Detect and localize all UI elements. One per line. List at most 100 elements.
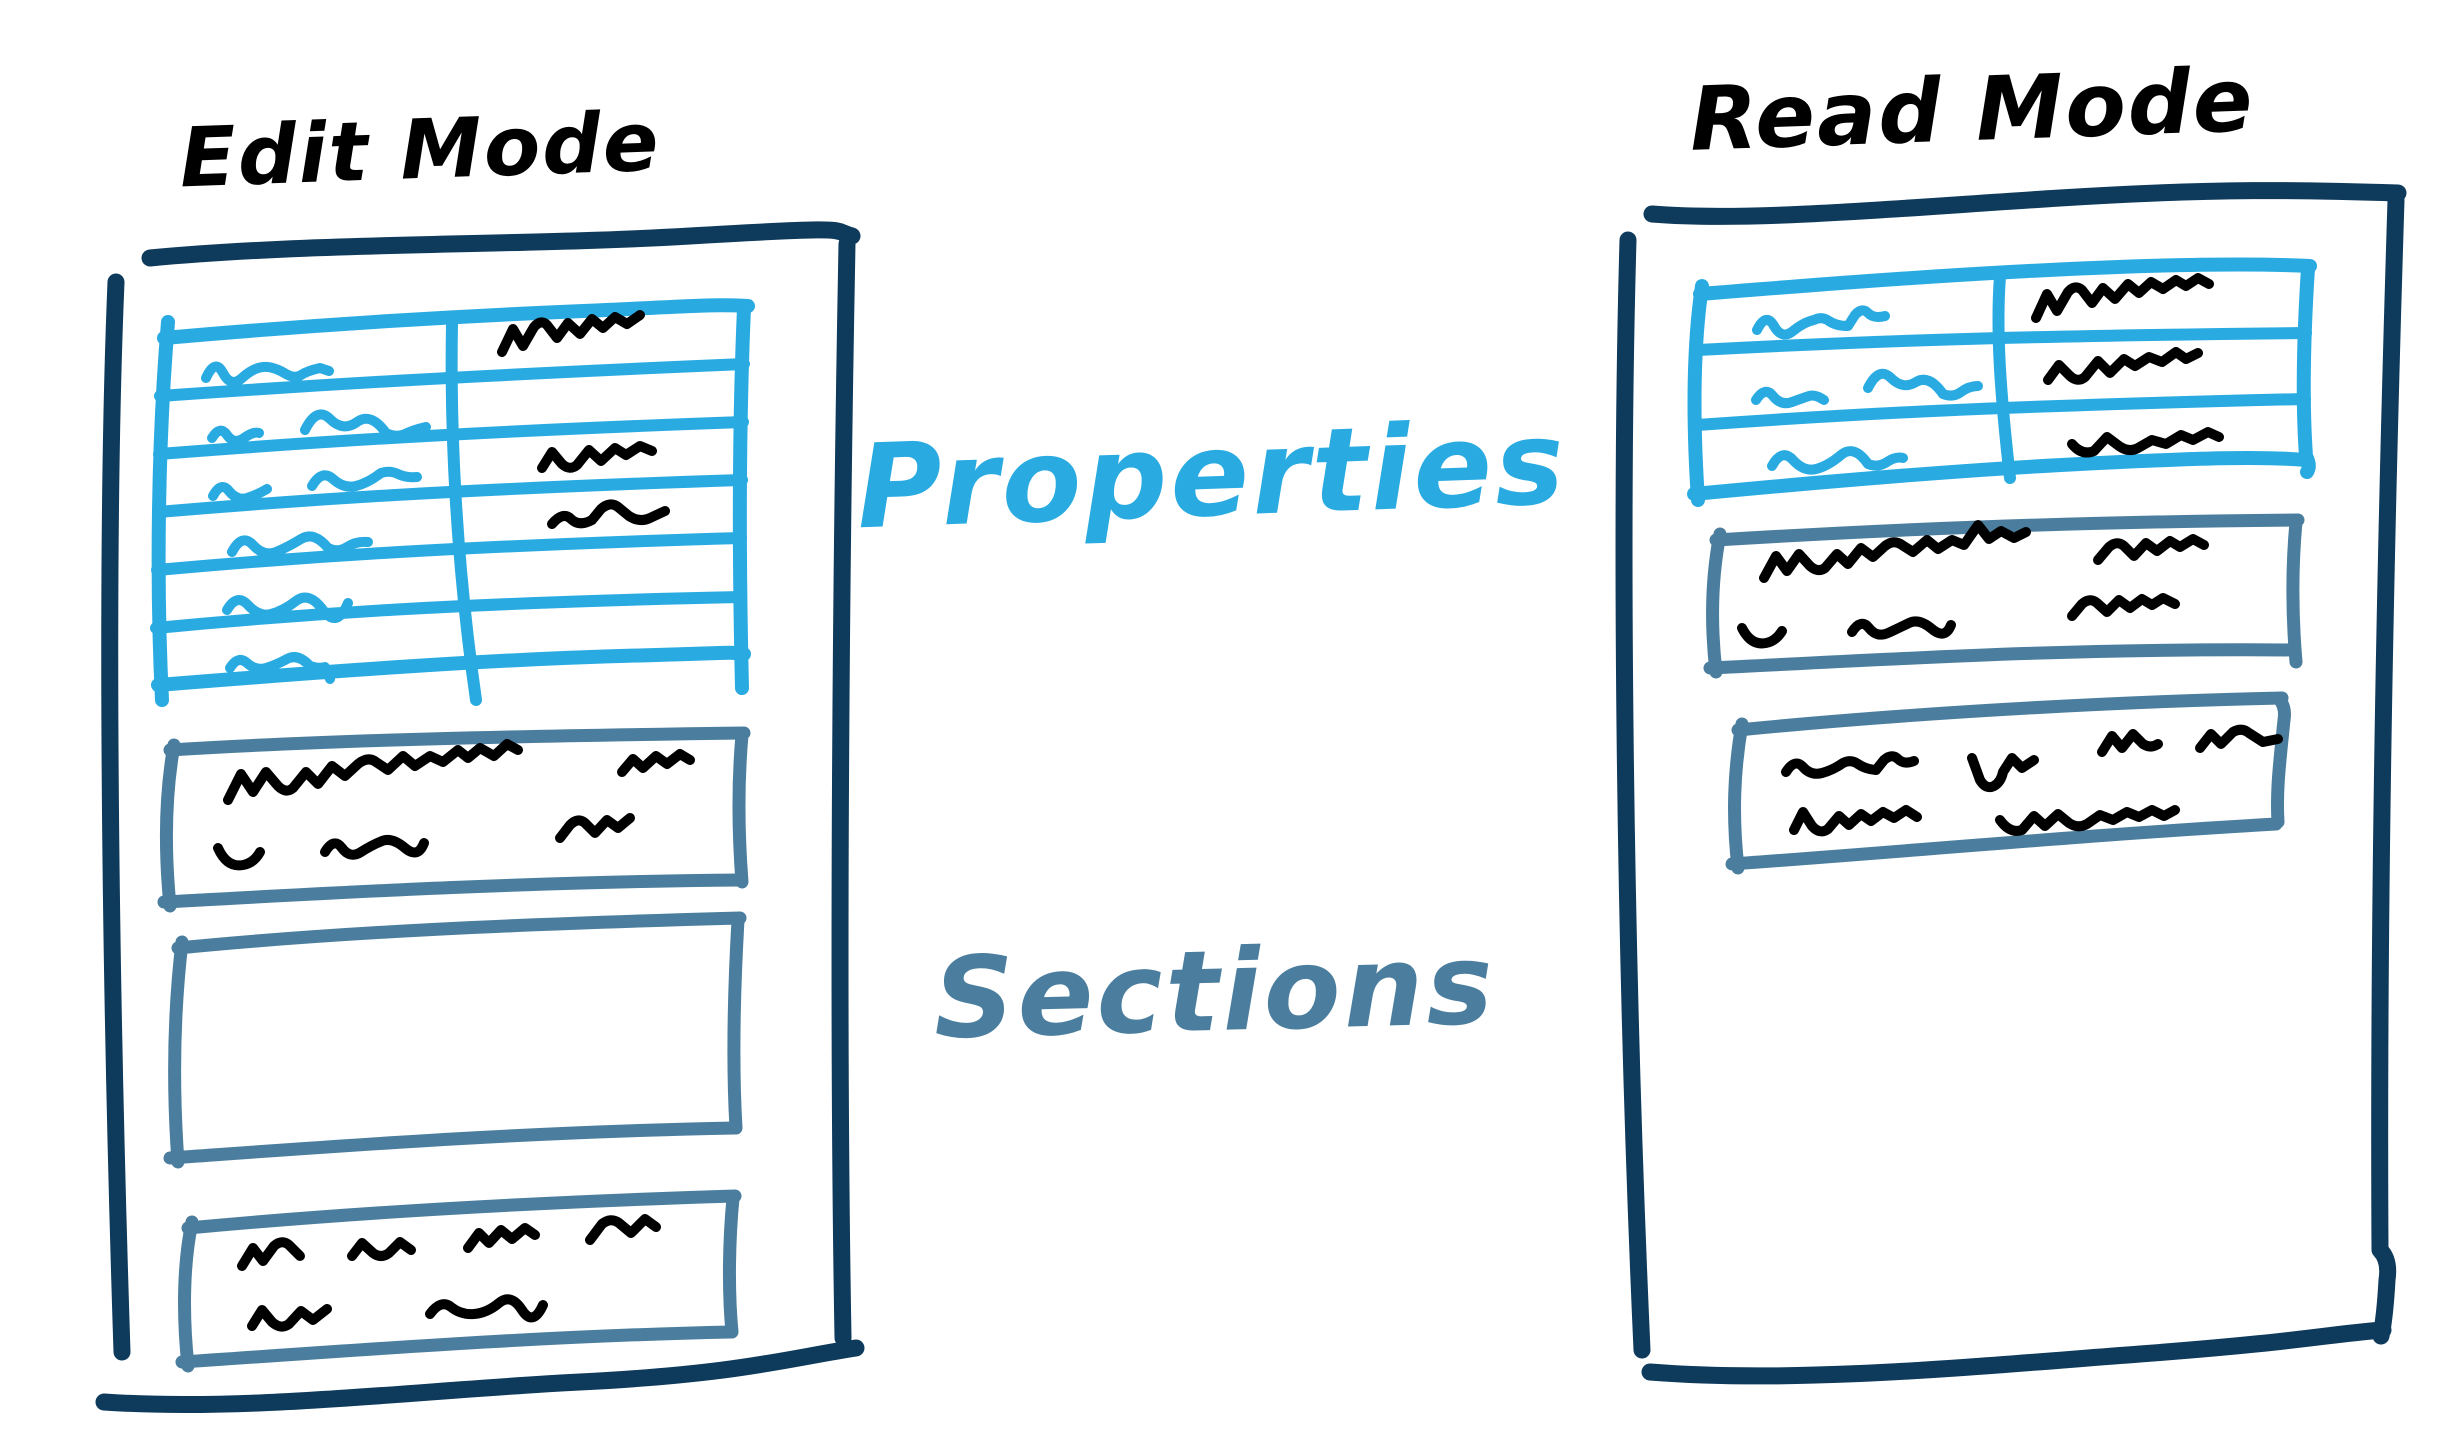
section-text-scribble [1737, 623, 1787, 649]
page-border-right [831, 235, 856, 1347]
edit-section-1 [157, 726, 751, 913]
table-border-right [732, 301, 751, 695]
annotation-sections: Sections [932, 920, 1498, 1065]
page-border-left [1615, 231, 1651, 1359]
edit-table-property-values [497, 310, 670, 529]
property-label-scribble [222, 592, 353, 623]
page-border-bottom [1641, 1321, 2392, 1385]
property-value-scribble [2043, 347, 2203, 385]
edit-section-3 [175, 1189, 742, 1373]
read-mode-panel: Read Mode [1615, 48, 2407, 1385]
section-border-bottom [1703, 643, 2301, 675]
section-border-bottom [175, 1325, 738, 1369]
read-section-2-text [1781, 724, 2283, 837]
read-page-frame [1615, 182, 2407, 1385]
property-label-scribble [300, 409, 431, 441]
edit-section-2-empty [163, 911, 747, 1169]
edit-mode-title: Edit Mode [178, 95, 662, 207]
property-value-scribble [497, 310, 645, 357]
edit-section-3-text [237, 1214, 661, 1332]
property-label-scribble [207, 425, 264, 446]
edit-page-frame [95, 221, 865, 1414]
table-border-left [1687, 279, 1709, 507]
page-border-bottom [95, 1339, 865, 1414]
section-text-scribble [463, 1223, 540, 1253]
section-border-top [163, 726, 751, 757]
section-border-right [2270, 693, 2291, 829]
table-row-divider [1692, 327, 2312, 356]
edit-section-1-text [213, 739, 695, 871]
read-section-2 [1725, 691, 2291, 875]
section-text-scribble [223, 739, 523, 805]
section-text-scribble [617, 749, 695, 777]
section-border-right [2286, 515, 2303, 669]
property-value-scribble [547, 499, 670, 529]
property-label-scribble [225, 652, 335, 684]
section-border-left [1706, 527, 1727, 679]
section-border-top [181, 1189, 742, 1235]
section-text-scribble [237, 1237, 305, 1271]
edit-mode-panel: Edit Mode [95, 95, 865, 1414]
section-border-top [171, 911, 747, 955]
page-border-left [101, 273, 131, 1361]
page-border-top [141, 221, 861, 267]
property-value-scribble [2067, 427, 2224, 458]
section-border-right [732, 728, 749, 889]
section-text-scribble [585, 1214, 661, 1245]
read-properties-table [1687, 257, 2317, 507]
section-border-right [727, 913, 745, 1135]
section-text-scribble [2097, 729, 2163, 757]
table-row-divider [150, 591, 746, 634]
section-text-scribble [213, 843, 265, 871]
section-text-scribble [1789, 805, 1922, 837]
property-label-scribble [1767, 446, 1908, 475]
property-label-scribble [1863, 368, 1983, 401]
read-section-1 [1703, 513, 2305, 679]
sections-label: Sections [932, 920, 1498, 1065]
section-text-scribble [2093, 534, 2209, 565]
section-text-scribble [247, 1304, 332, 1332]
property-label-scribble [1752, 305, 1890, 340]
annotation-properties: Properties [855, 396, 1569, 556]
section-text-scribble [1781, 751, 1919, 779]
table-row-divider [152, 474, 748, 518]
read-table-property-labels [1751, 305, 1983, 475]
table-border-right [2296, 261, 2316, 479]
property-value-scribble [537, 441, 657, 473]
section-border-left [160, 738, 181, 913]
edit-properties-table [150, 298, 755, 707]
section-text-scribble [1967, 753, 2039, 793]
table-row-divider [151, 532, 747, 576]
section-text-scribble [1759, 520, 2031, 583]
read-mode-title: Read Mode [1688, 48, 2256, 171]
section-border-top [1731, 691, 2289, 737]
read-table-property-values [2031, 273, 2224, 458]
property-label-scribble [201, 361, 334, 387]
property-label-scribble [307, 466, 422, 492]
table-column-divider [445, 318, 482, 706]
edit-table-property-labels [201, 361, 431, 684]
property-label-scribble [227, 531, 373, 559]
section-text-scribble [1847, 616, 1956, 640]
section-border-bottom [163, 1121, 742, 1165]
section-border-left [168, 935, 189, 1169]
property-label-scribble [1751, 386, 1829, 409]
section-text-scribble [555, 813, 635, 843]
section-text-scribble [320, 834, 429, 860]
section-border-bottom [157, 873, 747, 909]
table-border-top [1693, 257, 2317, 301]
table-column-divider [1992, 270, 2016, 484]
section-text-scribble [1995, 805, 2180, 836]
table-border-bottom [151, 645, 751, 692]
property-value-scribble [2031, 273, 2214, 323]
section-text-scribble [2195, 724, 2283, 753]
property-label-scribble [208, 482, 272, 504]
section-border-left [178, 1215, 199, 1373]
section-text-scribble [2067, 593, 2180, 621]
page-border-top [1643, 182, 2407, 225]
page-border-right [2371, 191, 2405, 1345]
section-border-bottom [1725, 817, 2283, 871]
table-row-divider [154, 358, 750, 402]
